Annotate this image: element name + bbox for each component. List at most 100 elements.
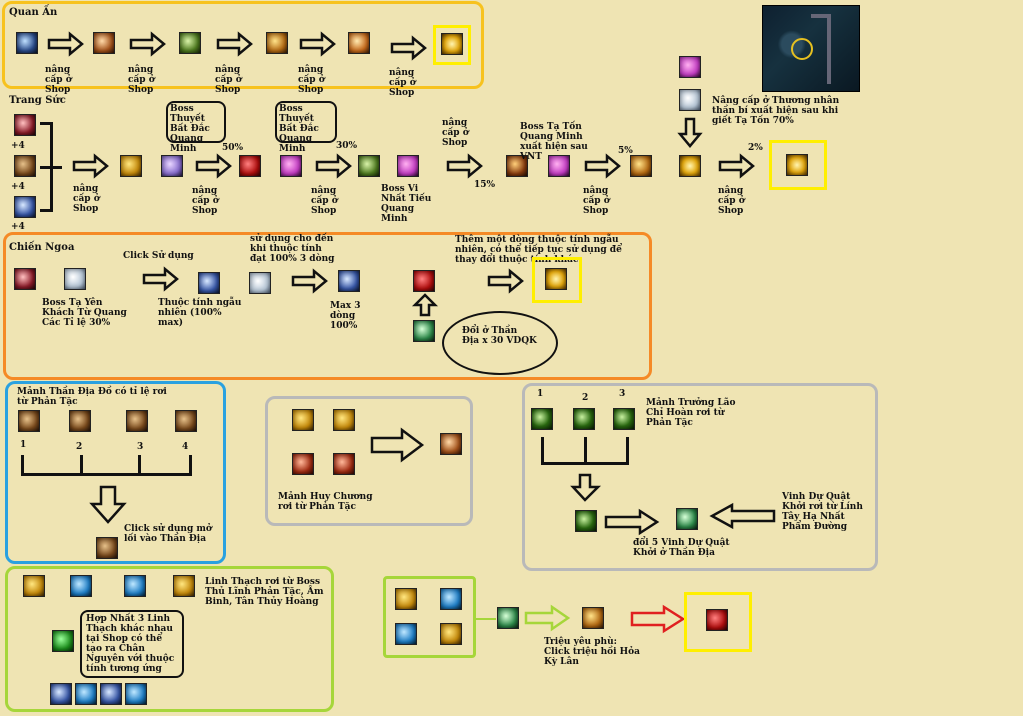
linh-thach-section [5, 566, 334, 712]
chien-ngoa-final-highlight [532, 257, 582, 303]
trang-suc-jade-icon [358, 155, 380, 177]
click-use-label: Click Sử dụng [123, 251, 194, 261]
trieu-red-arrow [630, 604, 686, 634]
trieu-token-icon [497, 607, 519, 629]
quan-an-final-highlight [433, 25, 471, 65]
ring-number-1: 1 [537, 389, 544, 399]
trang-suc-boots-icon [14, 196, 36, 218]
trang-suc-flower-icon [548, 155, 570, 177]
chien-ngoa-boot-3-icon [338, 270, 360, 292]
map-piece-1-icon [18, 410, 40, 432]
quan-an-step-3-label: nâng cấp ở Shop [215, 65, 242, 95]
boss-bubble-2-text: Boss Thuyết Bất Đắc Quang Minh [279, 104, 319, 154]
chien-ngoa-section [3, 232, 652, 380]
vinh-du-caption: Vinh Dự Quật Khởi rơi từ Lính Tây Hạ Nhấ… [782, 492, 863, 532]
trang-suc-shop-label-2: nâng cấp ở Shop [192, 186, 219, 216]
trang-suc-shop-label-6: nâng cấp ở Shop [718, 186, 745, 216]
map-number-2: 2 [76, 442, 83, 452]
chien-ngoa-arrow-3 [487, 268, 524, 294]
truong-lao-exchange: đổi 5 Vinh Dự Quật Khởi ở Thần Địa [633, 538, 730, 558]
trang-suc-arrow-6 [718, 153, 755, 179]
chan-nguyen-2-icon [75, 683, 97, 705]
ring-piece-2-icon [573, 408, 595, 430]
ring-number-2: 2 [582, 393, 589, 403]
exchange-oval [442, 311, 558, 375]
quan-an-arrow-2 [129, 31, 166, 57]
boss-vi-nhat-label: Boss Vi Nhất Tiếu Quang Minh [381, 184, 432, 224]
boss-bubble-1-text: Boss Thuyết Bất Đắc Quang Minh [170, 104, 210, 154]
trang-suc-shop-label-3: nâng cấp ở Shop [311, 186, 338, 216]
merchant-item-2-icon [679, 89, 701, 111]
chien-ngoa-boot-2-icon [198, 272, 220, 294]
trang-suc-plus-2: +4 [11, 182, 25, 192]
chien-ngoa-scroll-icon [413, 270, 435, 292]
trang-suc-plus-1: +4 [11, 141, 25, 151]
quan-an-step-4-label: nâng cấp ở Shop [298, 65, 325, 95]
chien-ngoa-diamond-2-icon [249, 272, 271, 294]
trang-suc-percent-15: 15% [474, 180, 496, 190]
trieu-yeu-stones-box [383, 576, 476, 658]
linh-thach-caption: Linh Thạch rơi từ Boss Thủ Lĩnh Phản Tặc… [205, 577, 324, 607]
map-piece-2-icon [69, 410, 91, 432]
trieu-lime-arrow [524, 604, 571, 632]
quan-an-arrow-4 [299, 31, 336, 57]
linh-thach-3-icon [124, 575, 146, 597]
add-line-label: Thêm một dòng thuộc tính ngẫu nhiên, có … [455, 235, 622, 265]
trang-suc-amulet-icon [120, 155, 142, 177]
trang-suc-final-highlight [769, 140, 827, 190]
chien-ngoa-boot-icon [14, 268, 36, 290]
hoa-ky-lan-icon [706, 609, 728, 631]
trang-suc-arrow-1 [72, 153, 109, 179]
trang-suc-wheel-icon [630, 155, 652, 177]
medal-result-icon [440, 433, 462, 455]
trang-suc-armor-icon [14, 155, 36, 177]
truong-lao-section [522, 383, 878, 571]
map-result-icon [96, 537, 118, 559]
truong-lao-caption: Mảnh Trưởng Lão Chỉ Hoàn rơi từ Phản Tặc [646, 398, 736, 428]
trang-suc-star-icon [397, 155, 419, 177]
trang-suc-arrow-3 [315, 153, 352, 179]
trieu-stone-2-icon [440, 588, 462, 610]
minimap-icon [762, 5, 860, 92]
chien-ngoa-arrow-2 [291, 268, 328, 294]
ring-piece-3-icon [613, 408, 635, 430]
chien-ngoa-diamond-icon [64, 268, 86, 290]
random-attr-label: Thuộc tính ngẫu nhiên (100% max) [158, 298, 242, 328]
huy-chuong-caption: Mảnh Huy Chương rơi từ Phản Tặc [278, 492, 373, 512]
ring-right-arrow [604, 508, 660, 536]
chan-nguyen-4-icon [125, 683, 147, 705]
quan-an-title: Quan Ấn [9, 7, 58, 18]
medal-piece-4-icon [333, 453, 355, 475]
ring-result-icon [575, 510, 597, 532]
boss-ta-ton-label: Boss Tạ Tốn Quang Minh xuất hiện sau VNT [520, 122, 588, 162]
quan-an-item-3-icon [179, 32, 201, 54]
ring-down-arrow [570, 473, 602, 502]
trang-suc-helmet-icon [14, 114, 36, 136]
trieu-connector [476, 618, 496, 620]
linh-thach-4-icon [173, 575, 195, 597]
trang-suc-shop-label-5: nâng cấp ở Shop [583, 186, 610, 216]
trang-suc-shop-label-1: nâng cấp ở Shop [73, 184, 100, 214]
linh-thach-1-icon [23, 575, 45, 597]
trieu-final-highlight [684, 592, 752, 652]
trieu-stone-4-icon [440, 623, 462, 645]
ring-number-3: 3 [619, 389, 626, 399]
medal-piece-2-icon [333, 409, 355, 431]
trang-suc-percent-30: 30% [336, 141, 358, 151]
manh-than-dia-title: Mảnh Thần Địa Đồ có tỉ lệ rơi từ Phản Tặ… [17, 387, 167, 407]
quan-an-item-4-icon [266, 32, 288, 54]
trang-suc-final-icon [786, 154, 808, 176]
merchant-note: Nâng cấp ở Thương nhân thần bí xuất hiện… [712, 96, 840, 126]
boss-ta-yen-label: Boss Tạ Yên Khách Từ Quang Các Tỉ lệ 30% [42, 298, 127, 328]
trang-suc-arrow-4 [446, 153, 483, 179]
quan-an-final-icon [441, 33, 463, 55]
trang-suc-percent-5: 5% [618, 146, 633, 156]
boss-bubble-2 [275, 101, 337, 143]
vinh-du-left-arrow [709, 502, 776, 530]
map-number-3: 3 [137, 442, 144, 452]
map-down-arrow [89, 485, 127, 524]
quan-an-section [2, 1, 484, 89]
chien-ngoa-arrow-1 [142, 266, 179, 292]
linh-thach-2-icon [70, 575, 92, 597]
chan-nguyen-3-icon [100, 683, 122, 705]
